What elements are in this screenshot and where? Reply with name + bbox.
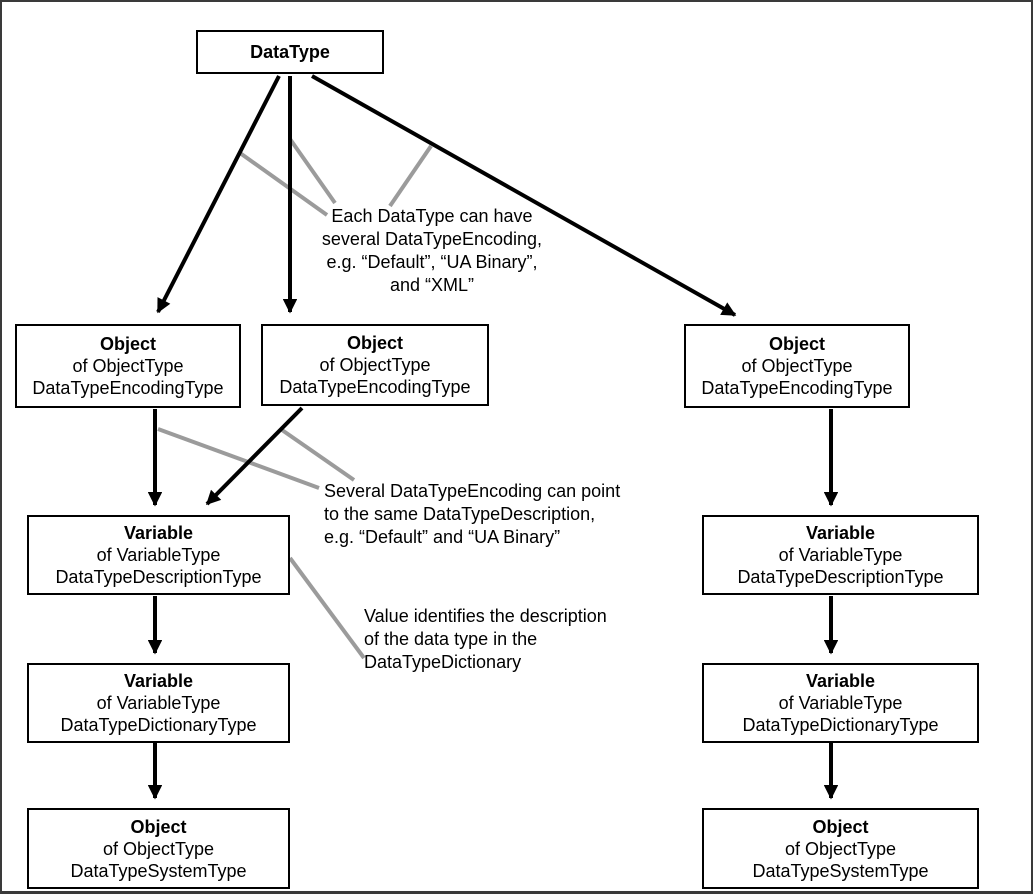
node-dictionary-right: Variable of VariableType DataTypeDiction… xyxy=(702,663,979,743)
node-title: DataType xyxy=(250,42,330,62)
node-type-name: DataTypeEncodingType xyxy=(701,378,893,398)
annotation-line: several DataTypeEncoding, xyxy=(321,229,543,249)
node-type-name: DataTypeEncodingType xyxy=(32,378,224,398)
node-datatype: DataType xyxy=(196,30,384,74)
node-type-name: DataTypeDescriptionType xyxy=(737,567,944,587)
node-title: Object xyxy=(99,334,156,354)
annotation-line: of the data type in the xyxy=(364,629,538,649)
node-type-name: DataTypeEncodingType xyxy=(279,377,471,397)
node-description-right: Variable of VariableType DataTypeDescrip… xyxy=(702,515,979,595)
node-subtitle: of VariableType xyxy=(778,693,903,713)
node-encoding-middle: Object of ObjectType DataTypeEncodingTyp… xyxy=(261,324,489,406)
node-type-name: DataTypeDictionaryType xyxy=(60,715,257,735)
callout-line-description-note-left xyxy=(157,427,320,490)
callout-line-encoding-note-middle xyxy=(288,137,337,205)
node-subtitle: of ObjectType xyxy=(741,356,853,376)
annotation-line: DataTypeDictionary xyxy=(364,652,522,672)
node-title: Object xyxy=(812,816,869,837)
callout-line-value-note xyxy=(288,556,366,660)
annotation-line: Several DataTypeEncoding can point xyxy=(324,481,621,501)
annotation-line: e.g. “Default” and “UA Binary” xyxy=(324,527,561,547)
arrow-datatype-to-encoding-left xyxy=(156,75,281,314)
node-subtitle: of VariableType xyxy=(96,693,221,713)
node-system-left: Object of ObjectType DataTypeSystemType xyxy=(27,808,290,889)
node-description-left: Variable of VariableType DataTypeDescrip… xyxy=(27,515,290,595)
node-system-right: Object of ObjectType DataTypeSystemType xyxy=(702,808,979,889)
node-subtitle: of ObjectType xyxy=(72,356,184,376)
node-title: Variable xyxy=(805,671,876,691)
annotation-description-note: Several DataTypeEncoding can point to th… xyxy=(324,480,669,549)
node-subtitle: of ObjectType xyxy=(784,838,897,859)
arrow-encoding-middle-to-description-left xyxy=(205,406,304,506)
annotation-line: Each DataType can have xyxy=(331,206,533,226)
annotation-line: and “XML” xyxy=(389,275,475,295)
node-title: Variable xyxy=(123,523,194,543)
node-encoding-right: Object of ObjectType DataTypeEncodingTyp… xyxy=(684,324,910,408)
node-subtitle: of ObjectType xyxy=(102,838,215,859)
node-encoding-left: Object of ObjectType DataTypeEncodingTyp… xyxy=(15,324,241,408)
annotation-encoding-note: Each DataType can have several DataTypeE… xyxy=(297,205,567,297)
node-type-name: DataTypeDictionaryType xyxy=(742,715,939,735)
node-title: Object xyxy=(346,333,403,353)
node-title: Object xyxy=(130,816,187,837)
callout-line-description-note-middle xyxy=(280,428,356,482)
node-subtitle: of VariableType xyxy=(96,545,221,565)
annotation-line: e.g. “Default”, “UA Binary”, xyxy=(326,252,538,272)
node-title: Variable xyxy=(123,671,194,691)
node-dictionary-left: Variable of VariableType DataTypeDiction… xyxy=(27,663,290,743)
node-title: Object xyxy=(768,334,825,354)
node-subtitle: of ObjectType xyxy=(319,355,431,375)
node-type-name: DataTypeDescriptionType xyxy=(55,567,262,587)
annotation-line: Value identifies the description xyxy=(364,606,607,626)
annotation-line: to the same DataTypeDescription, xyxy=(324,504,596,524)
node-type-name: DataTypeSystemType xyxy=(752,860,929,881)
annotation-value-note: Value identifies the description of the … xyxy=(364,605,654,674)
callout-line-encoding-note-right xyxy=(388,144,433,208)
node-type-name: DataTypeSystemType xyxy=(70,860,247,881)
node-subtitle: of VariableType xyxy=(778,545,903,565)
node-title: Variable xyxy=(805,523,876,543)
